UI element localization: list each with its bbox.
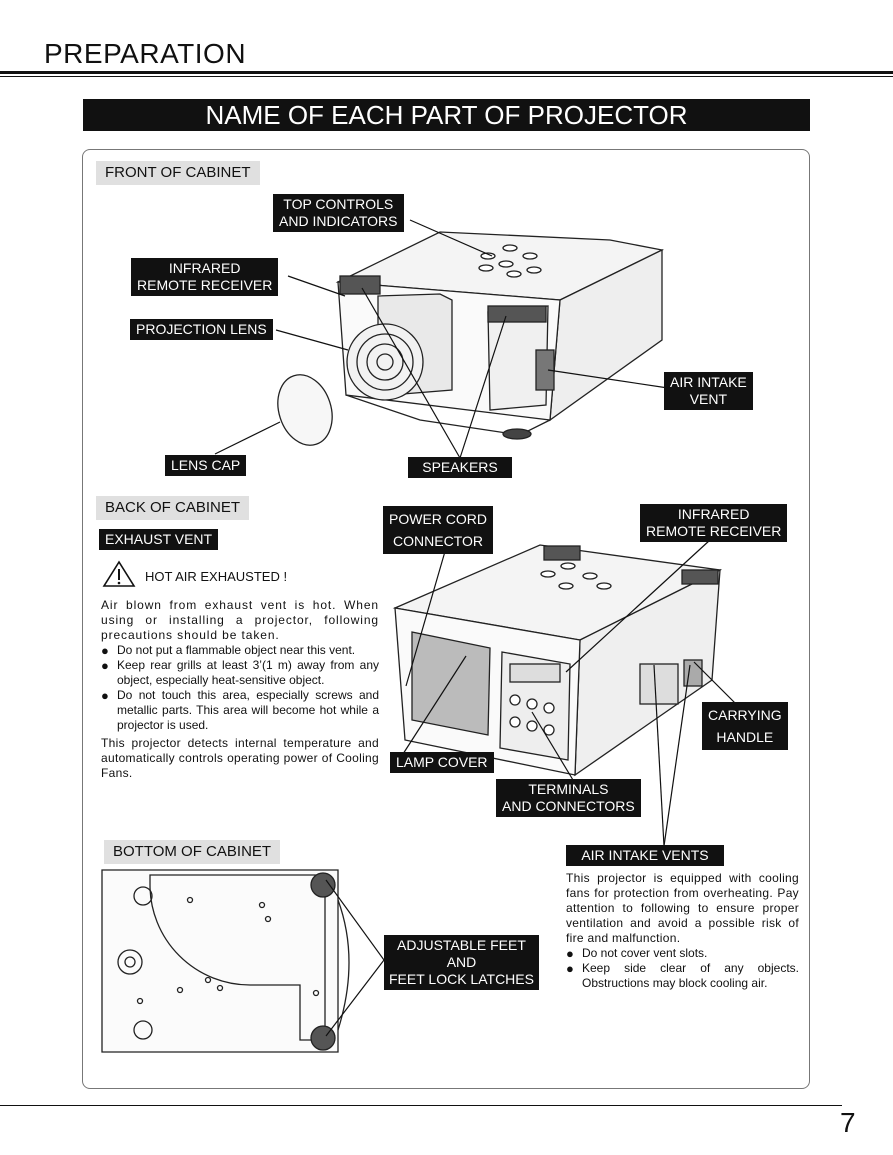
label-carrying-handle: CARRYING HANDLE xyxy=(702,702,788,750)
label-speakers: SPEAKERS xyxy=(408,457,512,478)
label-air-intake-vents: AIR INTAKE VENTS xyxy=(566,845,724,866)
bullet-icon: ● xyxy=(101,688,109,703)
bullet-icon: ● xyxy=(566,946,574,961)
label-terminals-line2: AND CONNECTORS xyxy=(502,798,635,814)
label-infrared-front: INFRARED REMOTE RECEIVER xyxy=(131,258,279,296)
label-terminals: TERMINALS AND CONNECTORS xyxy=(496,779,641,817)
label-top-controls-line1: TOP CONTROLS xyxy=(283,196,394,212)
vent-bullet: ● Keep side clear of any objects. Obstruc… xyxy=(566,961,799,991)
ventilation-text: This projector is equipped with cooling … xyxy=(566,871,799,991)
warning-bullet: ● Keep rear grills at least 3’(1 m) away … xyxy=(101,658,379,688)
warning-bullet-text: Keep rear grills at least 3’(1 m) away f… xyxy=(117,658,379,687)
vent-bullet-text: Do not cover vent slots. xyxy=(582,946,708,960)
vent-bullet: ● Do not cover vent slots. xyxy=(566,946,799,961)
label-adjustable-feet-line2: AND xyxy=(446,954,477,970)
label-infrared-back-line2: REMOTE RECEIVER xyxy=(646,523,782,539)
label-power-cord-line2: CONNECTOR xyxy=(393,533,483,549)
label-adjustable-feet: ADJUSTABLE FEET AND FEET LOCK LATCHES xyxy=(384,935,539,990)
content-frame xyxy=(82,149,810,1089)
label-exhaust-vent: EXHAUST VENT xyxy=(99,529,219,550)
bottom-of-cabinet-heading: BOTTOM OF CABINET xyxy=(104,840,281,864)
label-infrared-back-line1: INFRARED xyxy=(677,506,750,522)
bullet-icon: ● xyxy=(566,961,574,976)
warning-bullet: ● Do not put a flammable object near this… xyxy=(101,643,379,658)
label-air-intake-vent-line1: AIR INTAKE xyxy=(670,374,747,390)
warning-bullet-text: Do not put a flammable object near this … xyxy=(117,643,356,657)
footer-rule xyxy=(0,1105,842,1106)
label-lens-cap: LENS CAP xyxy=(165,455,247,476)
label-carrying-handle-line1: CARRYING xyxy=(708,707,782,723)
back-of-cabinet-heading: BACK OF CABINET xyxy=(96,496,250,520)
label-adjustable-feet-line1: ADJUSTABLE FEET xyxy=(397,937,526,953)
bullet-icon: ● xyxy=(101,658,109,673)
label-top-controls: TOP CONTROLS AND INDICATORS xyxy=(273,194,404,232)
label-infrared-front-line1: INFRARED xyxy=(168,260,241,276)
label-lamp-cover: LAMP COVER xyxy=(390,752,494,773)
label-terminals-line1: TERMINALS xyxy=(528,781,609,797)
temperature-note: This projector detects internal temperat… xyxy=(101,736,379,780)
label-adjustable-feet-line3: FEET LOCK LATCHES xyxy=(389,971,534,987)
front-of-cabinet-heading: FRONT OF CABINET xyxy=(96,161,260,185)
label-air-intake-vent: AIR INTAKE VENT xyxy=(664,372,753,410)
page-number: 7 xyxy=(840,1107,856,1138)
page-title: NAME OF EACH PART OF PROJECTOR xyxy=(83,99,810,131)
bullet-icon: ● xyxy=(101,643,109,658)
vent-intro: This projector is equipped with cooling … xyxy=(566,871,799,945)
warning-bullet-text: Do not touch this area, especially screw… xyxy=(117,688,379,732)
warning-intro: Air blown from exhaust vent is hot. When… xyxy=(101,598,379,642)
warning-bullet: ● Do not touch this area, especially scre… xyxy=(101,688,379,733)
header-rule-thin xyxy=(0,76,893,77)
label-infrared-front-line2: REMOTE RECEIVER xyxy=(137,277,273,293)
warning-title: HOT AIR EXHAUSTED ! xyxy=(145,569,288,584)
label-infrared-back: INFRARED REMOTE RECEIVER xyxy=(640,504,788,542)
label-power-cord-line1: POWER CORD xyxy=(389,511,487,527)
label-top-controls-line2: AND INDICATORS xyxy=(279,213,398,229)
vent-bullet-text: Keep side clear of any objects. Obstruct… xyxy=(582,961,799,990)
label-power-cord: POWER CORD CONNECTOR xyxy=(383,506,493,554)
label-projection-lens: PROJECTION LENS xyxy=(130,319,273,340)
exhaust-warning-text: Air blown from exhaust vent is hot. When… xyxy=(101,598,379,781)
header-rule xyxy=(0,71,893,74)
label-air-intake-vent-line2: VENT xyxy=(689,391,728,407)
section-title: PREPARATION xyxy=(44,38,247,69)
label-carrying-handle-line2: HANDLE xyxy=(716,729,774,745)
